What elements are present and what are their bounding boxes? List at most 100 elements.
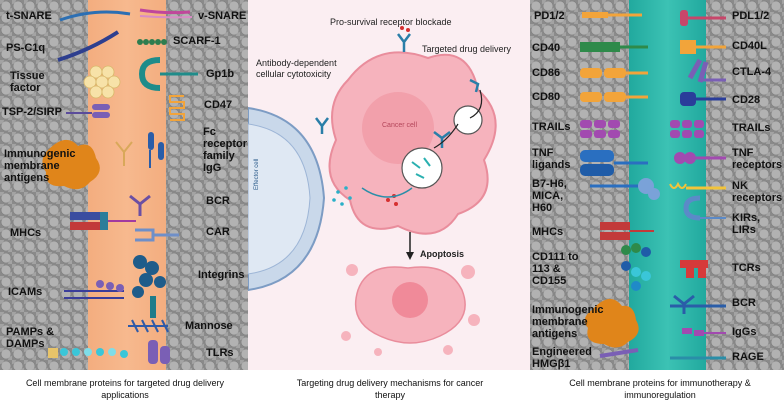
left-protein-glyphs [42,8,198,364]
label-cd80: CD80 [532,91,561,103]
caption-left: Cell membrane proteins for targeted drug… [25,378,225,400]
label-pdl12: PDL1/2 [732,10,770,22]
middle-panel: Pro-survival receptor blockade Targeted … [248,0,530,370]
car-icon [135,228,179,242]
text-blockade: Pro-survival receptor blockade [330,17,452,27]
label-bcr-right: BCR [732,297,756,309]
right-protein-glyphs [580,10,726,360]
mannose-icon [128,319,169,333]
label-mannose: Mannose [185,320,233,332]
label-tcrs: TCRs [732,262,761,274]
igg-icon [115,141,133,166]
label-pamps-damps: PAMPs & DAMPs [6,326,55,350]
text-apoptosis: Apoptosis [420,249,464,259]
igg-right-icon [682,328,726,336]
label-tlrs: TLRs [206,347,234,359]
integrins-icon [132,255,166,318]
immunogenic-antigen-right-icon [584,298,639,348]
endosome-icon [401,147,443,189]
pdl1-icon [680,10,726,26]
right-panel: PD1/2 CD40 CD86 CD80 TRAILs TNF ligands … [530,0,784,370]
trails-ligand-icon [580,120,620,138]
label-tsp2-sirp: TSP-2/SIRP [2,106,62,118]
label-kirs: KIRs, LIRs [732,212,761,236]
label-engineered-hmgb1: Engineered HMGβ1 [532,346,592,370]
label-icams: ICAMs [8,286,43,298]
pd1-icon [582,12,642,18]
label-mhcs: MHCs [10,227,42,239]
cd80-icon [580,92,648,102]
trails-receptor-icon [670,120,704,138]
cd40l-icon [680,40,726,54]
label-ps-c1q: PS-C1q [6,42,46,54]
label-trails-left: TRAILs [532,121,571,133]
label-fc-receptor: Fc receptor family IgG [203,126,248,174]
label-cd40l: CD40L [732,40,767,52]
label-mhcs-right: MHCs [532,226,564,238]
pamps-damps-icon [48,348,128,358]
text-effector-cell: Effector cell [254,158,260,190]
tsp2-sirp-icon [66,104,110,118]
b7h6-icon [590,178,660,200]
left-panel: t-SNARE PS-C1q Tissue factor TSP-2/SIRP … [0,0,248,370]
scarf1-icon [137,39,167,45]
cd86-icon [580,68,648,78]
text-cancer-cell: Cancer cell [382,122,418,129]
adcc-arrow [361,187,413,198]
t-snare-icon [59,10,131,22]
cd47-icon [169,95,185,121]
label-cd40: CD40 [532,42,561,54]
label-car: CAR [206,226,230,238]
label-iggs: IgGs [732,326,757,338]
label-tnf-ligands: TNF ligands [532,147,571,171]
immunogenic-antigen-icon [42,139,100,190]
tcr-icon [680,260,708,278]
ps-c1q-icon [57,30,120,62]
mechanism-illustration [248,26,497,356]
bcr-right-icon [670,294,726,314]
delivery-arrow [469,89,483,119]
label-cd111: CD111 to 113 & CD155 [532,251,579,287]
label-v-snare: v-SNARE [198,10,247,22]
label-t-snare: t-SNARE [6,10,52,22]
label-pd12: PD1/2 [534,10,565,22]
fc-receptor-icon [148,132,164,168]
mhc-right-icon [600,222,654,240]
text-targeted-delivery: Targeted drug delivery [422,44,512,54]
cd28-icon [680,92,726,106]
label-tissue-factor: Tissue factor [10,70,45,94]
v-snare-icon [139,8,191,15]
vesicle-icon [453,105,483,135]
tlrs-icon [148,340,170,364]
label-cd86: CD86 [532,67,561,79]
nucleus-shape [362,92,434,164]
label-nk-receptors: NK receptors [732,180,783,204]
tnf-receptor-icon [674,152,726,164]
hmgb1-icon [599,348,639,358]
apoptotic-cell-shape [341,264,480,356]
ctla4-icon [687,58,726,83]
label-immunogenic-antigens: Immunogenic membrane antigens [4,148,76,184]
mhc-icon [70,212,136,230]
cd40-icon [580,42,648,52]
label-scarf1: SCARF-1 [173,35,221,47]
bcr-icon [129,194,151,216]
caption-right: Cell membrane proteins for immunotherapy… [569,378,751,400]
label-gp1b: Gp1b [206,68,235,80]
label-ctla4: CTLA-4 [732,66,772,78]
label-bcr: BCR [206,195,230,207]
text-adcc: Antibody-dependent cellular cytotoxicity [256,58,337,79]
caption-middle: Targeting drug delivery mechanisms for c… [296,378,484,400]
label-tnf-receptors: TNF receptors [732,147,783,171]
nk-receptor-icon [669,181,726,190]
kir-icon [683,195,726,221]
label-trails-right: TRAILs [732,122,771,134]
tnf-ligand-icon [580,150,648,176]
tissue-factor-icon [83,65,121,99]
label-cd47: CD47 [204,99,233,111]
label-b7h6: B7-H6, MICA, H60 [532,178,567,214]
cd111-icon [621,243,651,291]
gp1b-icon [138,57,161,91]
label-immunogenic-right: Immunogenic membrane antigens [532,304,604,340]
label-rage: RAGE [732,351,764,363]
